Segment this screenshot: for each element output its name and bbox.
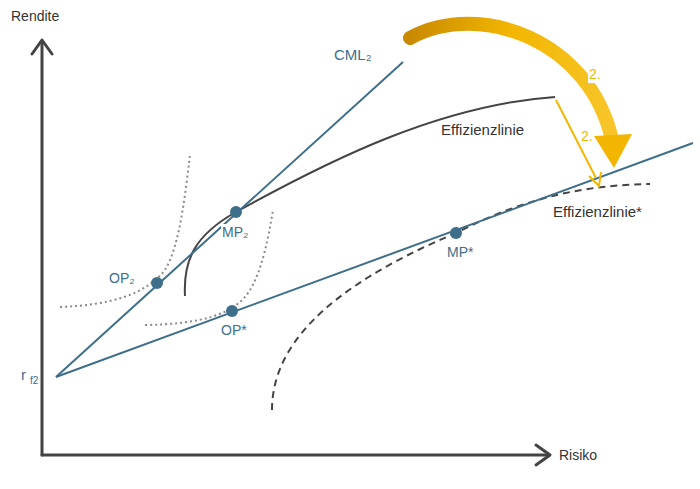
point-label: MP₂ (221, 224, 249, 241)
efficient-frontier-dashed (272, 184, 650, 410)
rate-subscript: f2 (29, 375, 39, 387)
point-label: OP* (220, 322, 248, 339)
step-number: 2. (580, 128, 594, 145)
step-number: 2. (588, 66, 602, 83)
shift-arrow-small (556, 100, 601, 186)
point-label: MP* (446, 244, 474, 261)
axes (32, 40, 550, 465)
axis-label: Rendite (10, 8, 60, 25)
indifference-curves (60, 155, 273, 325)
rate-label: r (20, 366, 27, 383)
portfolio-points (151, 206, 462, 317)
curve-label: Effizienzlinie* (552, 203, 643, 220)
curve-label: Effizienzlinie (440, 121, 525, 138)
point-label: OP₂ (108, 270, 136, 287)
efficient-frontier (185, 97, 555, 296)
line-label: CML₂ (333, 46, 373, 63)
shift-arrow (410, 24, 632, 168)
axis-label: Risiko (558, 447, 598, 464)
